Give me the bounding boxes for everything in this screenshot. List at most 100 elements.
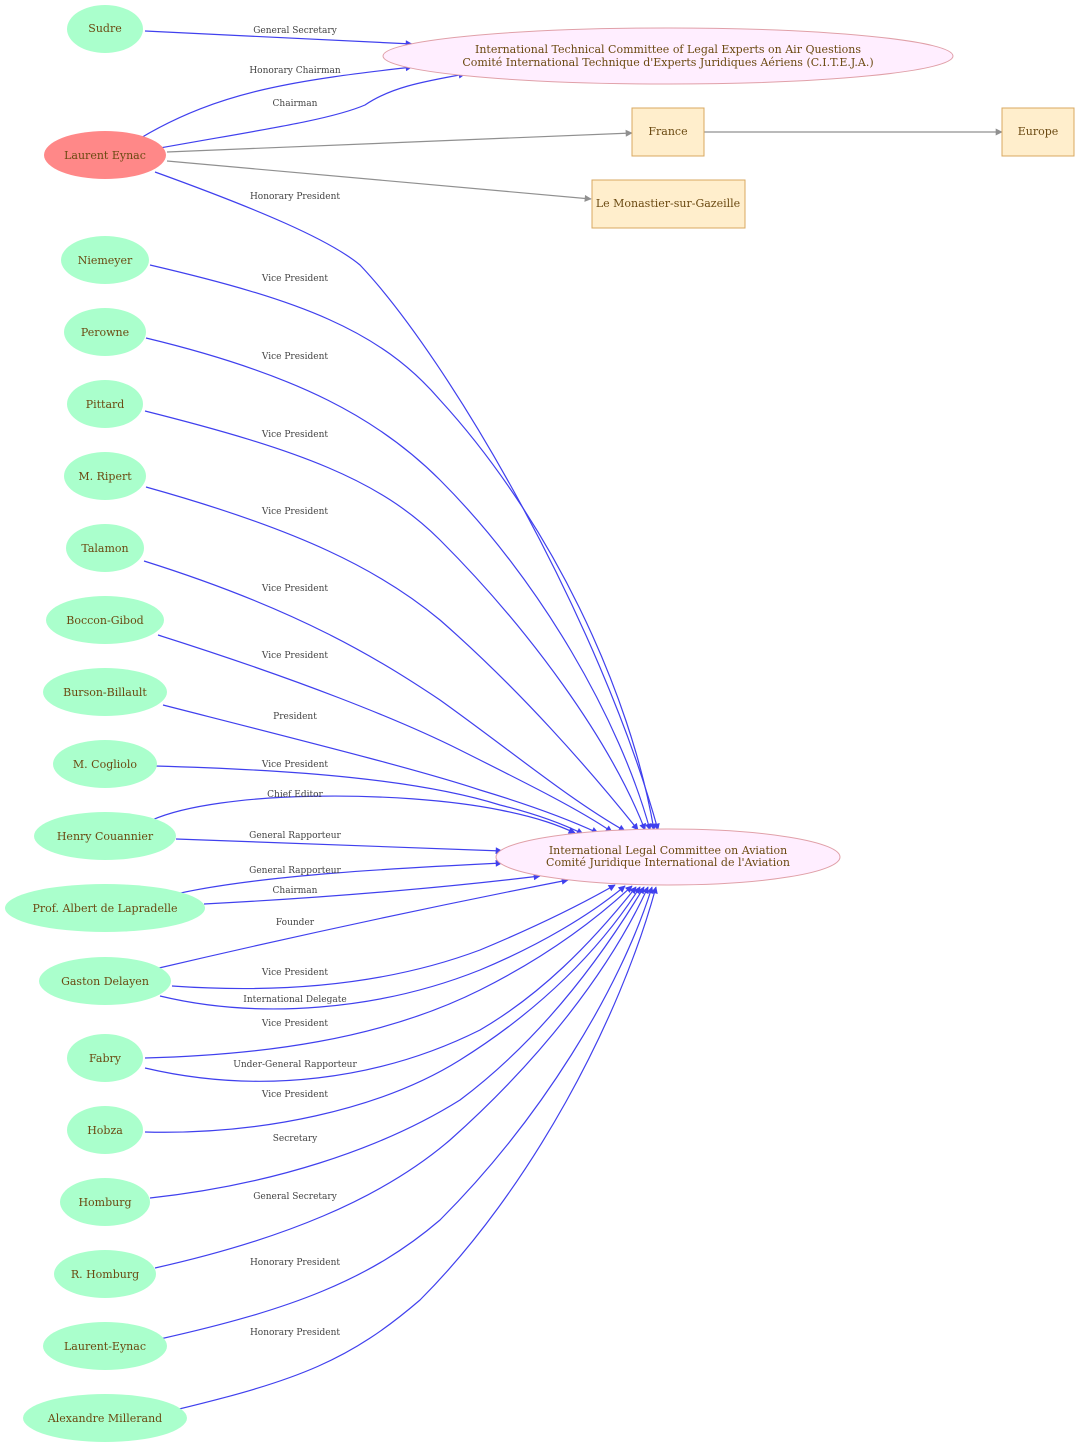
edge-millerand-cjia — [174, 886, 658, 1411]
edge-fabry-under-cjia — [144, 886, 637, 1082]
node-label: M. Cogliolo — [73, 758, 138, 771]
edge-label: General Rapporteur — [249, 831, 341, 841]
node-henry-couannier[interactable]: Henry Couannier — [34, 812, 176, 860]
node-sudre[interactable]: Sudre — [67, 5, 143, 53]
node-label-line-2: Comité International Technique d'Experts… — [462, 56, 873, 69]
node-label: Gaston Delayen — [61, 975, 149, 988]
edge-delayen-intl-cjia — [159, 885, 626, 1010]
node-burson-billault[interactable]: Burson-Billault — [43, 668, 167, 716]
node-pittard[interactable]: Pittard — [67, 380, 143, 428]
node-talamon[interactable]: Talamon — [66, 524, 144, 572]
node-label: Alexandre Millerand — [47, 1412, 162, 1425]
node-label: Fabry — [89, 1052, 122, 1065]
edge-label: Honorary President — [250, 192, 340, 202]
node-homburg[interactable]: Homburg — [60, 1178, 150, 1226]
edge-couannier-gen-cjia — [175, 838, 503, 855]
node-france[interactable]: France — [631, 107, 705, 157]
edge-label: Vice President — [261, 352, 329, 362]
node-albert-de-lapradelle[interactable]: Prof. Albert de Lapradelle — [5, 884, 205, 932]
edge-boccon-cjia — [157, 634, 613, 833]
edge-label: Vice President — [261, 274, 329, 284]
edge-label: Vice President — [261, 1090, 329, 1100]
edge-lapradelle-gen-cjia — [175, 859, 503, 895]
edge-hobza-cjia — [144, 886, 641, 1133]
edge-label: Chairman — [273, 99, 318, 109]
node-alexandre-millerand[interactable]: Alexandre Millerand — [23, 1394, 187, 1442]
node-hobza[interactable]: Hobza — [67, 1106, 143, 1154]
edge-sudre-citeja — [144, 30, 413, 48]
node-le-monastier-sur-gazeille[interactable]: Le Monastier-sur-Gazeille — [591, 179, 746, 229]
edge-eynac-france — [166, 129, 633, 153]
edge-label: Honorary Chairman — [249, 66, 341, 76]
node-citeja[interactable]: International Technical Committee of Leg… — [382, 27, 954, 85]
node-label: Hobza — [87, 1124, 123, 1137]
node-gaston-delayen[interactable]: Gaston Delayen — [39, 957, 171, 1005]
edge-label: Chairman — [273, 886, 318, 896]
edge-label: General Secretary — [253, 26, 337, 36]
edge-label: Vice President — [261, 507, 329, 517]
node-label: Sudre — [88, 22, 121, 35]
edge-ripert-cjia — [145, 486, 639, 831]
edge-label: President — [273, 712, 317, 722]
node-perowne[interactable]: Perowne — [64, 308, 146, 356]
node-fabry[interactable]: Fabry — [67, 1034, 143, 1082]
edge-talamon-cjia — [143, 560, 626, 832]
edge-eynac-citeja-honorary-chairman — [138, 64, 413, 140]
node-r-homburg[interactable]: R. Homburg — [54, 1250, 156, 1298]
edge-rhomburg-cjia — [154, 886, 649, 1269]
edge-pittard-cjia — [144, 410, 646, 831]
node-label: Niemeyer — [78, 254, 133, 267]
edge-label: Under-General Rapporteur — [233, 1060, 357, 1070]
edge-label: Vice President — [261, 584, 329, 594]
edge-eynac-cjia — [154, 171, 660, 831]
edge-label: Secretary — [273, 1134, 318, 1144]
edge-perowne-cjia — [145, 337, 652, 831]
edge-label: Founder — [276, 918, 315, 928]
node-label: Burson-Billault — [63, 686, 147, 699]
node-m-cogliolo[interactable]: M. Cogliolo — [53, 740, 157, 788]
node-label: Boccon-Gibod — [66, 614, 143, 627]
edge-label: Chief Editor — [267, 790, 323, 800]
node-niemeyer[interactable]: Niemeyer — [61, 236, 149, 284]
edge-label: General Rapporteur — [249, 866, 341, 876]
node-label: Europe — [1018, 125, 1059, 138]
node-m-ripert[interactable]: M. Ripert — [64, 452, 146, 500]
edge-label: Honorary President — [250, 1328, 340, 1338]
node-label-line-2: Comité Juridique International de l'Avia… — [546, 856, 790, 869]
node-label: Homburg — [78, 1196, 131, 1209]
edge-couannier-chief-cjia — [151, 795, 576, 834]
edge-burson-cjia — [162, 704, 599, 834]
node-laurent-eynac[interactable]: Laurent Eynac — [44, 131, 166, 179]
edge-label: General Secretary — [253, 1192, 337, 1202]
node-cjia[interactable]: International Legal Committee on Aviatio… — [495, 828, 841, 886]
node-label-line-1: International Technical Committee of Leg… — [475, 43, 861, 56]
edge-homburg-cjia — [149, 886, 645, 1199]
node-boccon-gibod[interactable]: Boccon-Gibod — [46, 596, 164, 644]
edge-laurenteynac-cjia — [159, 886, 654, 1340]
node-label: Henry Couannier — [57, 830, 154, 843]
edge-lapradelle-chair-cjia — [203, 873, 541, 905]
edge-cogliolo-cjia — [154, 765, 584, 835]
edge-fabry-vp-cjia — [144, 885, 633, 1059]
node-label: M. Ripert — [78, 470, 132, 483]
node-label: France — [648, 125, 687, 138]
node-label-line-1: International Legal Committee on Aviatio… — [549, 844, 787, 857]
node-label: Laurent Eynac — [64, 149, 146, 162]
edge-label: International Delegate — [243, 995, 346, 1005]
edge-label: Vice President — [261, 430, 329, 440]
node-europe[interactable]: Europe — [1001, 107, 1075, 157]
edge-label: Honorary President — [250, 1258, 340, 1268]
node-label: Perowne — [81, 326, 129, 339]
node-label: Prof. Albert de Lapradelle — [32, 902, 177, 915]
node-label: Laurent-Eynac — [64, 1340, 146, 1353]
edge-niemeyer-cjia — [149, 264, 657, 831]
edge-label: Vice President — [261, 968, 329, 978]
edge-labels: General Secretary Honorary Chairman Chai… — [233, 26, 357, 1338]
node-label: Le Monastier-sur-Gazeille — [596, 197, 740, 210]
node-laurent-eynac-alt[interactable]: Laurent-Eynac — [43, 1322, 167, 1370]
edge-delayen-vp-cjia — [171, 884, 616, 990]
edge-eynac-monastier — [166, 160, 592, 202]
node-label: R. Homburg — [71, 1268, 139, 1281]
edge-delayen-founder-cjia — [158, 877, 569, 969]
